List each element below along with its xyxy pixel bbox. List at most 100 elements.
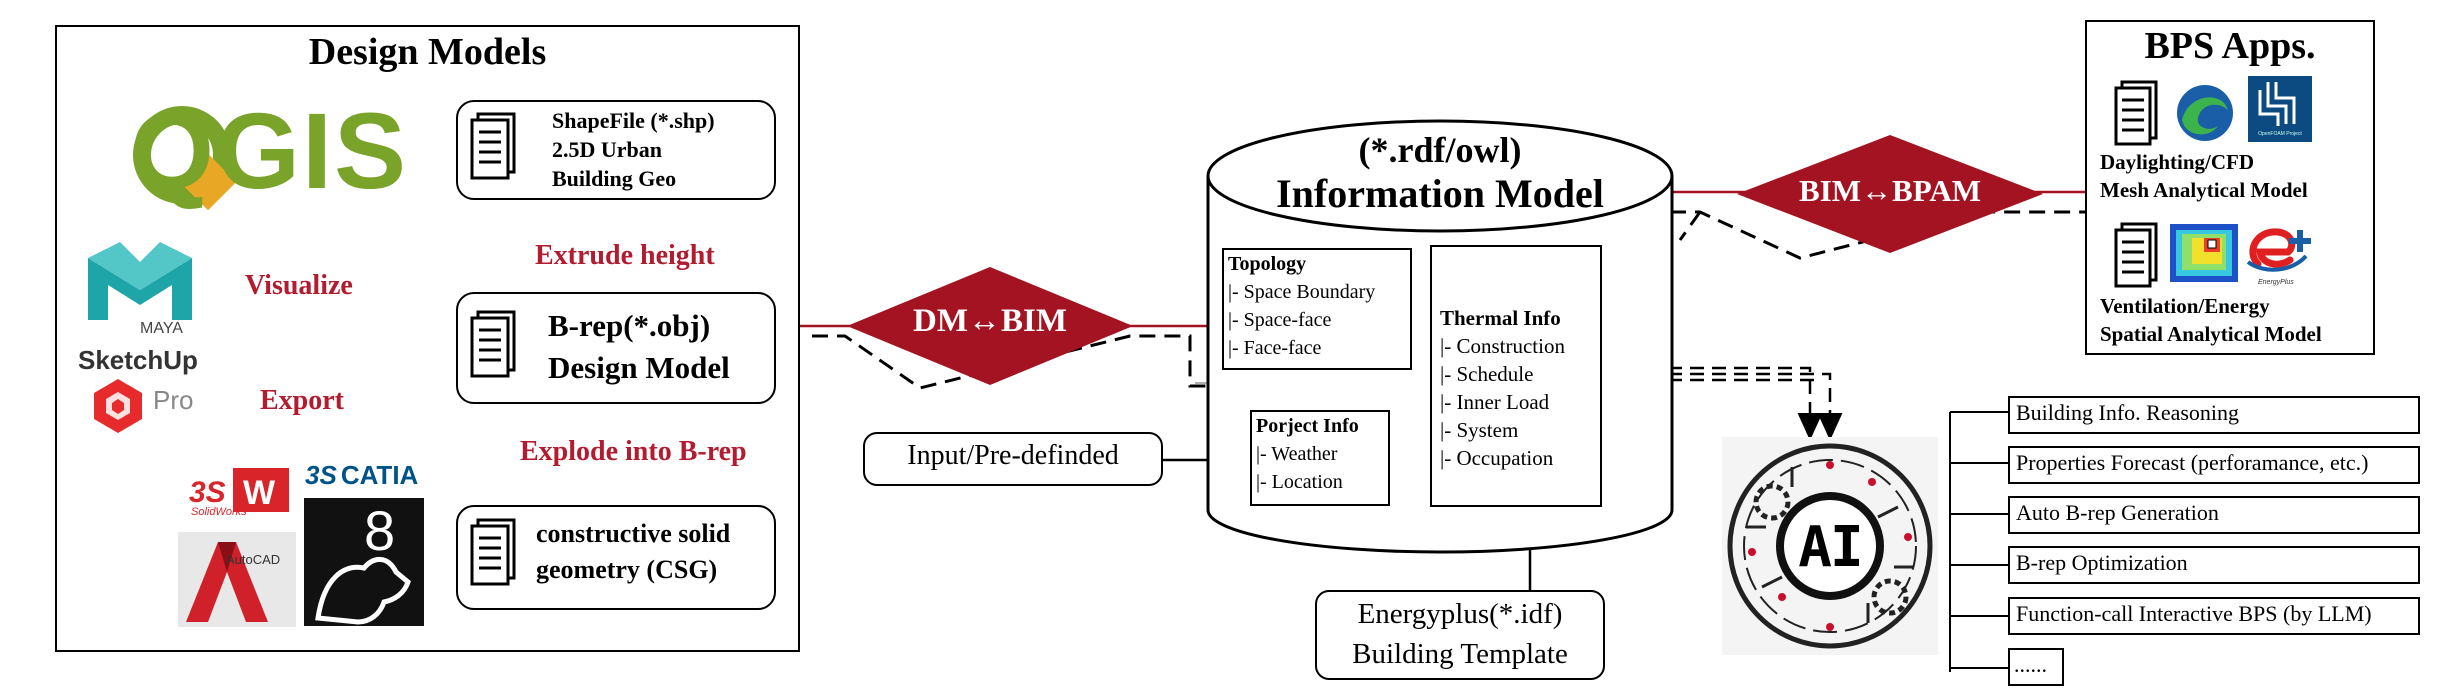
- ai-circuit-icon: [1727, 443, 1933, 649]
- ai-item-box: [2008, 496, 2420, 534]
- visualize-label: Visualize: [245, 270, 353, 301]
- thermal-info-item: |- Inner Load: [1440, 390, 1550, 414]
- ventilation-line: Ventilation/Energy: [2100, 294, 2270, 318]
- ai-emblem: AI: [1722, 437, 1938, 655]
- thermal-info-item: |- Construction: [1440, 334, 1565, 358]
- brep-line: B-rep(*.obj): [548, 308, 711, 343]
- project-info-title: Porject Info: [1256, 415, 1359, 437]
- solidworks-logo: 3S W SolidWorks: [185, 462, 300, 522]
- ai-item-label: Auto B-rep Generation: [2016, 500, 2219, 525]
- project-info-item: |- Weather: [1256, 443, 1338, 465]
- ai-item-box: [2008, 396, 2420, 434]
- topology-item: |- Space-face: [1228, 309, 1332, 331]
- catia-wordmark: CATIA: [340, 460, 419, 490]
- openfoam-caption: OpenFOAM Project: [2258, 131, 2302, 137]
- shapefile-line: ShapeFile (*.shp): [552, 108, 715, 133]
- dm-bim-label: DM↔BIM: [913, 303, 1067, 339]
- maya-wordmark: MAYA: [140, 320, 183, 337]
- ai-item-box: [2008, 597, 2420, 635]
- document-icon: [2112, 222, 2162, 299]
- brep-line: Design Model: [548, 350, 730, 385]
- shapefile-text: ShapeFile (*.shp) 2.5D Urban Building Ge…: [552, 106, 715, 193]
- csg-text: constructive solid geometry (CSG): [536, 516, 730, 588]
- topology-item: |- Face-face: [1228, 337, 1322, 359]
- thermal-info-text: Thermal Info |- Construction |- Schedule…: [1440, 304, 1565, 472]
- sketchup-wordmark: SketchUp: [78, 345, 198, 375]
- qgis-wordmark: QGIS: [130, 90, 409, 211]
- brep-text: B-rep(*.obj) Design Model: [548, 305, 730, 389]
- ai-item-label: Building Info. Reasoning: [2016, 400, 2240, 425]
- ai-item-label: B-rep Optimization: [2016, 550, 2188, 575]
- energyplus-caption: EnergyPlus: [2258, 279, 2294, 286]
- energyplus-line: Energyplus(*.idf): [1357, 598, 1563, 630]
- sketchup-icon: [88, 375, 148, 440]
- rhino-icon: [315, 557, 411, 625]
- heatmap-icon: [2170, 224, 2238, 287]
- document-icon: [468, 518, 518, 599]
- ai-item-box: [2008, 546, 2420, 584]
- daylight-text: Daylighting/CFD Mesh Analytical Model: [2100, 148, 2308, 204]
- input-predefined-label: Input/Pre-definded: [907, 440, 1119, 471]
- energyplus-logo: EnergyPlus: [2244, 222, 2316, 292]
- energyplus-template-text: Energyplus(*.idf) Building Template: [1315, 594, 1605, 674]
- ai-item-box: [2008, 446, 2420, 484]
- daylight-line: Mesh Analytical Model: [2100, 178, 2308, 202]
- project-info-item: |- Location: [1256, 471, 1343, 493]
- csg-line: constructive solid: [536, 519, 731, 548]
- export-label: Export: [260, 385, 344, 416]
- ai-item-box: [2008, 648, 2064, 686]
- ventilation-line: Spatial Analytical Model: [2100, 322, 2322, 346]
- document-icon: [468, 112, 518, 193]
- document-icon: [468, 310, 518, 391]
- autocad-icon: [178, 532, 296, 627]
- project-info-text: Porject Info |- Weather |- Location: [1256, 412, 1359, 496]
- bim-bpam-diamond: BIM↔BPAM: [1735, 133, 2045, 255]
- qgis-logo: QGIS: [130, 96, 440, 211]
- ai-label: AI: [1798, 515, 1863, 580]
- autocad-logo: AutoCAD: [178, 532, 296, 627]
- thermal-info-title: Thermal Info: [1440, 306, 1561, 330]
- ai-item-label: Properties Forecast (perforamance, etc.): [2016, 450, 2369, 475]
- ai-item-label: ......: [2014, 652, 2047, 677]
- info-model-name: Information Model: [1276, 171, 1604, 216]
- catia-logo: 3S CATIA: [305, 460, 418, 491]
- topology-box: [1222, 248, 1412, 370]
- input-predefined-box: [863, 432, 1163, 486]
- energyplus-line: Building Template: [1352, 638, 1568, 670]
- design-models-title: Design Models: [308, 31, 547, 73]
- svg-text:W: W: [243, 474, 276, 512]
- explode-label: Explode into B-rep: [520, 436, 747, 467]
- thermal-info-item: |- Schedule: [1440, 362, 1534, 386]
- openfoam-icon: OpenFOAM Project: [2248, 76, 2312, 142]
- dm-bim-diamond: DM↔BIM: [845, 265, 1135, 387]
- info-model-format: (*.rdf/owl): [1358, 130, 1522, 170]
- maya-icon: [88, 242, 192, 320]
- solidworks-icon: 3S W: [189, 468, 289, 512]
- thermal-info-box: [1430, 245, 1602, 507]
- svg-text:3S: 3S: [189, 476, 226, 509]
- maya-logo: MAYA: [80, 240, 200, 350]
- topology-item: |- Space Boundary: [1228, 281, 1376, 303]
- energyplus-template-box: [1315, 590, 1605, 680]
- solidworks-wordmark: SolidWorks: [191, 506, 247, 518]
- thermal-info-item: |- System: [1440, 418, 1519, 442]
- ai-item-label: Function-call Interactive BPS (by LLM): [2016, 601, 2372, 626]
- extrude-label: Extrude height: [535, 240, 715, 271]
- daylight-line: Daylighting/CFD: [2100, 150, 2255, 174]
- project-info-box: [1250, 410, 1390, 506]
- ventilation-text: Ventilation/Energy Spatial Analytical Mo…: [2100, 292, 2322, 348]
- bps-apps-title: BPS Apps.: [2144, 25, 2316, 67]
- swirl-cfd-icon: [2170, 80, 2240, 151]
- rhino-logo: 8: [304, 498, 424, 626]
- rhino-version: 8: [364, 499, 396, 562]
- bim-bpam-label: BIM↔BPAM: [1799, 173, 1981, 208]
- sketchup-pro-label: Pro: [153, 385, 194, 415]
- topology-title: Topology: [1228, 253, 1307, 275]
- qgis-q-icon: [133, 106, 237, 211]
- thermal-info-item: |- Occupation: [1440, 446, 1554, 470]
- csg-line: geometry (CSG): [536, 555, 718, 584]
- catia-3ds-icon: 3S: [305, 460, 337, 490]
- document-icon: [2112, 80, 2162, 157]
- bps-apps-panel: [2085, 20, 2375, 355]
- shapefile-line: Building Geo: [552, 166, 677, 191]
